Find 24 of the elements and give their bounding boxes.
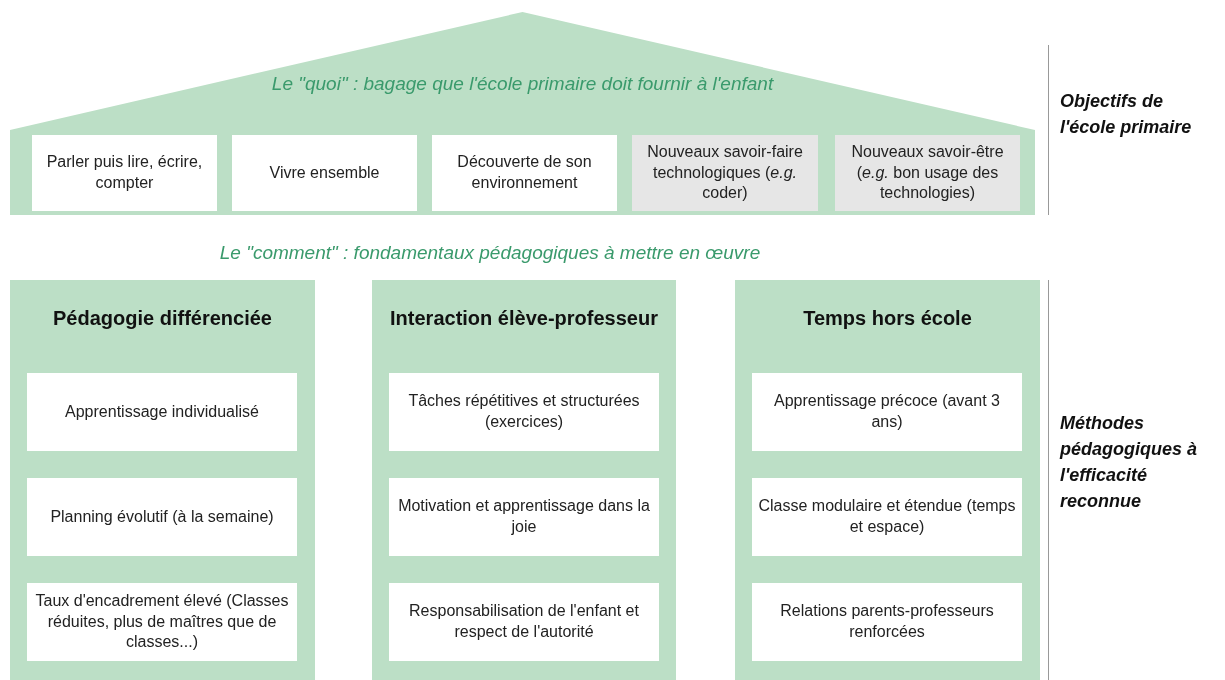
column-heading: Pédagogie différenciée bbox=[52, 306, 273, 331]
text-box: Nouveaux savoir-faire technologiques (e.g. coder) bbox=[632, 135, 818, 211]
text-box: Relations parents-professeurs renforcées bbox=[752, 583, 1022, 661]
side-label: Objectifs de l'école primaire bbox=[1060, 90, 1193, 140]
text-box: Nouveaux savoir-être (e.g. bon usage des technologies) bbox=[835, 135, 1020, 211]
text-box: Apprentissage précoce (avant 3 ans) bbox=[752, 373, 1022, 451]
text-box: Vivre ensemble bbox=[232, 135, 417, 211]
text-box: Planning évolutif (à la semaine) bbox=[27, 478, 297, 556]
column-panel bbox=[10, 280, 315, 680]
roof-heading: Le "quoi" : bagage que l'école primaire doit fournir à l'enfant bbox=[270, 71, 775, 96]
column-panel bbox=[735, 280, 1040, 680]
column-heading: Temps hors école bbox=[802, 306, 973, 331]
text-box: Motivation et apprentissage dans la joie bbox=[389, 478, 659, 556]
text-box: Taux d'encadrement élevé (Classes réduites, plus de maîtres que de classes...) bbox=[27, 583, 297, 661]
column-panel bbox=[372, 280, 676, 680]
text-box: Tâches répétitives et structurées (exercices) bbox=[389, 373, 659, 451]
subheading: Le "comment" : fondamentaux pédagogiques à mettre en œuvre bbox=[218, 240, 762, 265]
text-box: Classe modulaire et étendue (temps et espace) bbox=[752, 478, 1022, 556]
text-box: Parler puis lire, écrire, compter bbox=[32, 135, 217, 211]
text-box: Apprentissage individualisé bbox=[27, 373, 297, 451]
text-box: Responsabilisation de l'enfant et respect de l'autorité bbox=[389, 583, 659, 661]
column-heading: Interaction élève-professeur bbox=[389, 306, 659, 331]
text-box: Découverte de son environnement bbox=[432, 135, 617, 211]
side-label: Méthodes pédagogiques à l'efficacité reconnue bbox=[1060, 412, 1199, 514]
